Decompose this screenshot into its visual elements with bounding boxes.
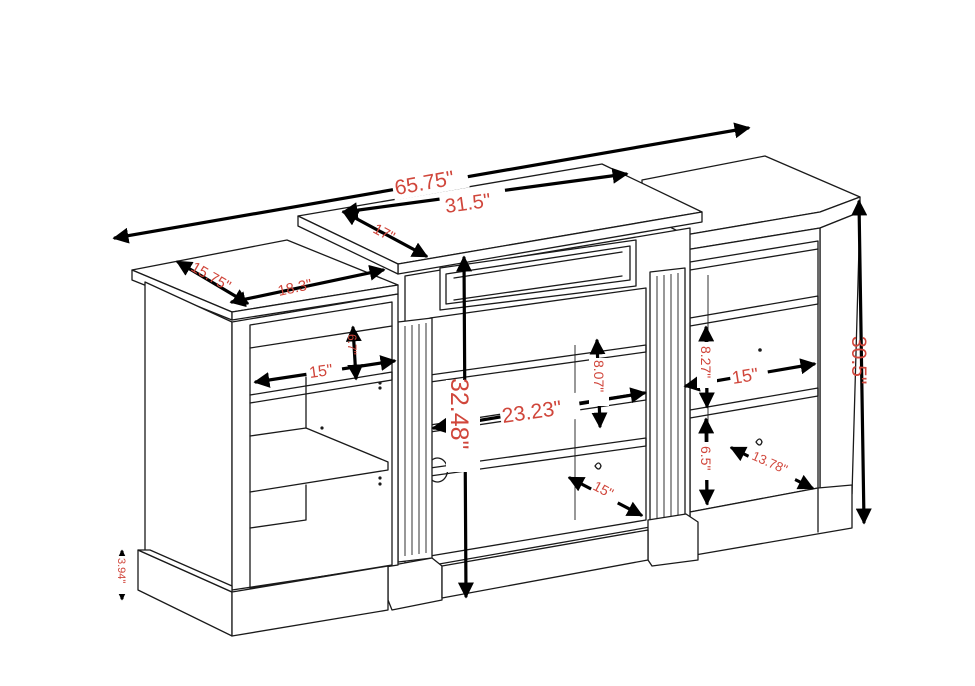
- label-right-height: 30.5": [847, 336, 870, 384]
- label-right-shelf-width: 15": [730, 364, 759, 388]
- label-base-height: 3.94": [115, 558, 127, 583]
- label-left-shelf-gap: 6.7": [345, 334, 359, 355]
- furniture-drawing: [131, 155, 861, 637]
- label-side-top-width: 18.3": [276, 276, 313, 300]
- arrow-side-top-width: [229, 264, 386, 308]
- label-center-height: 32.48": [445, 378, 473, 449]
- label-right-lower-gap: 6.5": [698, 446, 714, 470]
- arrow-center-top-depth: [341, 210, 429, 258]
- left-cabinet: [131, 239, 399, 637]
- label-left-shelf-width: 15": [308, 362, 334, 382]
- label-center-opening-height: 8.07": [591, 360, 607, 392]
- label-right-upper-gap: 8.27": [698, 346, 714, 378]
- arrow-right-height: [851, 199, 872, 525]
